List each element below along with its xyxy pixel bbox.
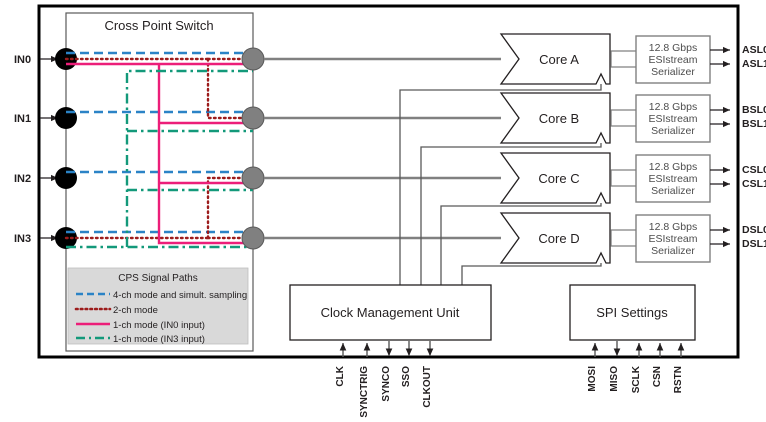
core-c-outline [499,152,611,204]
device-boundary [37,4,740,359]
cmu-pin-sso[interactable]: SSO [401,341,413,387]
legend-box [67,267,249,345]
input-node-in2[interactable] [55,167,77,189]
cps-output-node-2[interactable] [241,166,265,190]
output-label-dsl1: DSL1 [742,238,766,250]
serializer-d-line2: ESIstream [648,233,697,245]
serializer-d-box[interactable] [635,214,711,263]
serializer-b-line3: Serializer [651,125,695,137]
serializer-b-line1: 12.8 Gbps [649,101,697,113]
cps-to-core-bus [264,57,501,240]
spi-pin-label-rstn: RSTN [673,366,684,393]
output-label-asl0: ASL0 [742,44,766,56]
legend-label-2ch: 2-ch mode [113,305,158,316]
cps-path-4ch-mode [66,51,253,234]
spi-pin-rstn[interactable]: RSTN [673,343,685,393]
cmu-pin-label-clk: CLK [335,365,346,386]
output-label-csl1: CSL1 [742,178,766,190]
serializer-d-line3: Serializer [651,245,695,257]
cmu-pin-label-clkout: CLKOUT [422,366,433,408]
core-a-label: Core A [539,52,579,67]
core-a-block[interactable]: Core A [499,33,611,85]
spi-settings-title: SPI Settings [596,305,668,320]
serializer-c-line1: 12.8 Gbps [649,161,697,173]
legend-label-1ch-in3: 1-ch mode (IN3 input) [113,334,205,345]
cps-path-1ch-in3 [66,69,253,249]
cmu-pin-clkout[interactable]: CLKOUT [422,341,434,408]
serializer-b-box[interactable] [635,94,711,143]
clock-management-unit-box[interactable] [289,284,492,341]
cmu-pin-label-sso: SSO [401,366,412,387]
spi-pin-csn[interactable]: CSN [652,343,664,387]
serializer-d-line1: 12.8 Gbps [649,221,697,233]
cps-output-node-3[interactable] [241,226,265,250]
output-label-bsl0: BSL0 [742,104,766,116]
spi-pin-label-sclk: SCLK [631,365,642,393]
serializer-b-line2: ESIstream [648,113,697,125]
serializer-a-box[interactable] [635,35,711,84]
spi-pin-mosi[interactable]: MOSI [587,343,599,392]
spi-settings-box[interactable] [569,284,696,341]
output-label-bsl1: BSL1 [742,118,766,130]
output-label-dsl0: DSL0 [742,224,766,236]
cmu-pin-synctrig[interactable]: SYNCTRIG [359,343,371,418]
cmu-pin-clk[interactable]: CLK [335,343,347,387]
input-label-in0: IN0 [14,54,31,66]
core-d-label: Core D [538,231,579,246]
cmu-pin-synco[interactable]: SYNCO [381,341,393,402]
spi-pin-label-mosi: MOSI [587,366,598,392]
legend-item-4ch: 4-ch mode and simult. sampling [76,290,247,301]
clock-distribution-lines [399,84,602,285]
spi-pin-label-csn: CSN [652,366,663,387]
serializer-a-line1: 12.8 Gbps [649,42,697,54]
output-label-csl0: CSL0 [742,164,766,176]
legend-item-1ch-in0: 1-ch mode (IN0 input) [76,320,205,331]
cps-output-node-1[interactable] [241,106,265,130]
legend-item-2ch: 2-ch mode [74,305,158,316]
core-a-outline [499,33,611,85]
output-label-asl1: ASL1 [742,58,766,70]
cmu-pin-label-synco: SYNCO [381,366,392,402]
clock-management-unit-title: Clock Management Unit [321,305,460,320]
cmu-pin-label-synctrig: SYNCTRIG [359,366,370,418]
input-label-in2: IN2 [14,173,31,185]
spi-pin-miso[interactable]: MISO [609,341,621,392]
serializer-a-line2: ESIstream [648,54,697,66]
serializer-c-line3: Serializer [651,185,695,197]
serializer-a-line3: Serializer [651,66,695,78]
cps-output-node-0[interactable] [241,47,265,71]
core-b-block[interactable]: Core B [499,92,611,144]
serializer-c-box[interactable] [635,154,711,203]
core-d-outline [499,212,611,264]
legend-title: CPS Signal Paths [118,273,198,284]
cross-point-switch-title: Cross Point Switch [104,18,213,33]
legend-label-4ch: 4-ch mode and simult. sampling [113,290,247,301]
input-pin-in2[interactable]: IN2 [14,167,77,189]
core-b-label: Core B [539,111,579,126]
serializer-c-line2: ESIstream [648,173,697,185]
core-b-outline [499,92,611,144]
input-node-in1[interactable] [55,107,77,129]
spi-pin-label-miso: MISO [609,366,620,392]
core-d-block[interactable]: Core D [499,212,611,264]
core-c-label: Core C [538,171,579,186]
legend-item-1ch-in3: 1-ch mode (IN3 input) [76,334,205,345]
spi-pin-sclk[interactable]: SCLK [631,343,643,393]
core-c-block[interactable]: Core C [499,152,611,204]
input-pin-in1[interactable]: IN1 [14,107,77,129]
legend-label-1ch-in0: 1-ch mode (IN0 input) [113,320,205,331]
input-label-in1: IN1 [14,113,31,125]
input-label-in3: IN3 [14,233,31,245]
cps-path-1ch-in0 [66,62,253,245]
